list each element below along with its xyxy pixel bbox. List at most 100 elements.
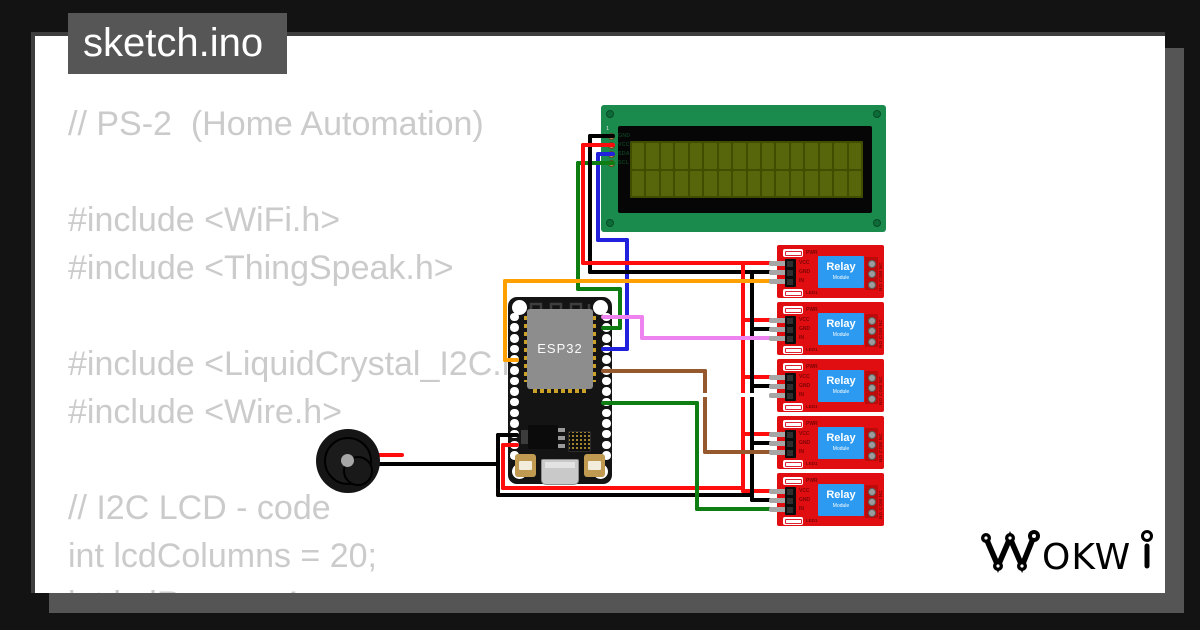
esp32-pin-right-7[interactable] [602, 376, 611, 386]
relay5-in-wire[interactable] [695, 507, 774, 511]
esp32-pin-left-1[interactable] [510, 312, 519, 322]
gnd-stub4-wire[interactable] [750, 441, 774, 445]
esp-vin-wire[interactable] [501, 443, 505, 490]
relay3-in-wire[interactable] [609, 393, 774, 397]
esp32-pin-right-11[interactable] [602, 419, 611, 428]
lcd-vcc-wire[interactable] [581, 261, 777, 265]
relay-screw-terminal[interactable] [867, 384, 876, 392]
relay-screw-terminal[interactable] [867, 327, 876, 335]
lcd-gnd-wire[interactable] [588, 270, 777, 274]
lcd-sda-wire[interactable] [601, 347, 615, 351]
relay1-in-wire[interactable] [503, 358, 519, 362]
lcd-sda-wire[interactable] [625, 238, 629, 351]
vcc-stub3-wire[interactable] [741, 375, 774, 379]
esp32-pin-right-8[interactable] [602, 387, 611, 396]
esp-gnd-wire[interactable] [503, 433, 519, 437]
lcd-scl-wire[interactable] [618, 287, 622, 330]
lcd-sda-wire[interactable] [596, 152, 600, 242]
panel-shadow-right [1165, 48, 1184, 613]
lcd-sda-wire[interactable] [599, 152, 615, 156]
esp32-pin-right-13[interactable] [602, 440, 611, 450]
lcd-scl-wire[interactable] [601, 326, 615, 330]
buzzer-gnd-wire[interactable] [376, 462, 500, 466]
lcd-scl-wire[interactable] [576, 287, 622, 291]
lcd-char-cell [834, 170, 847, 196]
relay-screw-terminal[interactable] [867, 394, 876, 403]
relay5-in-wire[interactable] [695, 401, 699, 511]
esp32-pin-left-7[interactable] [510, 376, 519, 386]
esp32-pin-left-9[interactable] [510, 397, 519, 407]
lcd-gnd-wire[interactable] [599, 134, 615, 138]
esp32-pin-left-2[interactable] [510, 323, 519, 332]
relay2-in-wire[interactable] [608, 315, 644, 319]
esp32-pin-left-8[interactable] [510, 387, 519, 396]
relay-screw-terminal[interactable] [867, 280, 876, 289]
relay-screw-terminal[interactable] [867, 498, 876, 506]
gnd-stub2-wire[interactable] [750, 327, 774, 331]
esp32-pin-left-10[interactable] [510, 408, 519, 418]
relay-screw-terminal[interactable] [867, 441, 876, 449]
esp32-pin-left-14[interactable] [510, 451, 519, 460]
gnd-stub5-wire[interactable] [750, 498, 774, 502]
relay1-in-wire[interactable] [503, 279, 774, 283]
relay-screw-terminal[interactable] [867, 259, 876, 268]
esp32-pin-right-14[interactable] [602, 451, 611, 460]
esp32-pin-left-3[interactable] [510, 334, 519, 343]
lcd-gnd-wire[interactable] [588, 134, 603, 138]
lcd-char-cell [834, 143, 847, 169]
relay-screw-terminal[interactable] [867, 337, 876, 346]
esp32-pin-right-3[interactable] [602, 334, 611, 343]
esp32-pin-left-4[interactable] [510, 344, 519, 354]
relay-screw-terminal[interactable] [867, 316, 876, 325]
vcc-stub4-wire[interactable] [741, 432, 774, 436]
buzzer[interactable] [316, 429, 380, 493]
lcd-vcc-wire[interactable] [581, 143, 585, 265]
relay1-in-wire[interactable] [503, 279, 507, 362]
lcd-sda-wire[interactable] [596, 238, 629, 242]
esp32-devkit-board[interactable]: ESP32 [508, 297, 612, 485]
relay4-in-wire[interactable] [601, 369, 615, 373]
en-button[interactable] [515, 454, 536, 477]
relay5-in-wire[interactable] [601, 401, 615, 405]
esp32-pin-left-11[interactable] [510, 419, 519, 428]
relay2-in-wire[interactable] [601, 315, 615, 319]
esp-vin-wire[interactable] [503, 443, 519, 447]
lcd-gnd-wire[interactable] [588, 134, 592, 274]
lcd-scl-wire[interactable] [576, 161, 580, 291]
esp-vin-wire[interactable] [501, 486, 745, 490]
relay-screw-terminal[interactable] [867, 487, 876, 496]
lcd-scl-wire[interactable] [599, 161, 615, 165]
lcd-vcc-wire[interactable] [599, 143, 615, 147]
lcd-scl-wire[interactable] [608, 326, 622, 330]
relay2-in-wire[interactable] [640, 336, 774, 340]
vcc-stub2-wire[interactable] [741, 318, 774, 322]
relay4-in-wire[interactable] [703, 369, 707, 454]
relay4-in-wire[interactable] [608, 369, 707, 373]
esp32-pin-right-12[interactable] [602, 429, 611, 439]
buzzer-pos-stub[interactable] [376, 453, 404, 457]
relay-screw-terminal[interactable] [867, 373, 876, 382]
relay-screw-terminal[interactable] [867, 270, 876, 278]
lcd-sda-wire[interactable] [608, 347, 629, 351]
boot-button[interactable] [584, 454, 605, 477]
relay-screw-terminal[interactable] [867, 508, 876, 517]
sketch-filename-tab[interactable]: sketch.ino [68, 13, 287, 74]
esp-gnd-wire[interactable] [496, 493, 754, 497]
esp32-pin-right-10[interactable] [602, 408, 611, 418]
vcc-stub5-wire[interactable] [741, 489, 774, 493]
relay-screw-terminal[interactable] [867, 430, 876, 439]
gnd-stub3-wire[interactable] [750, 384, 774, 388]
lcd-vcc-wire[interactable] [581, 143, 603, 147]
relay4-in-wire[interactable] [703, 450, 774, 454]
esp32-pin-left-6[interactable] [510, 366, 519, 375]
esp32-pin-right-5[interactable] [602, 355, 611, 364]
relay5-in-wire[interactable] [608, 401, 699, 405]
relay2-in-wire[interactable] [640, 315, 644, 340]
relay-screw-terminal[interactable] [867, 451, 876, 460]
